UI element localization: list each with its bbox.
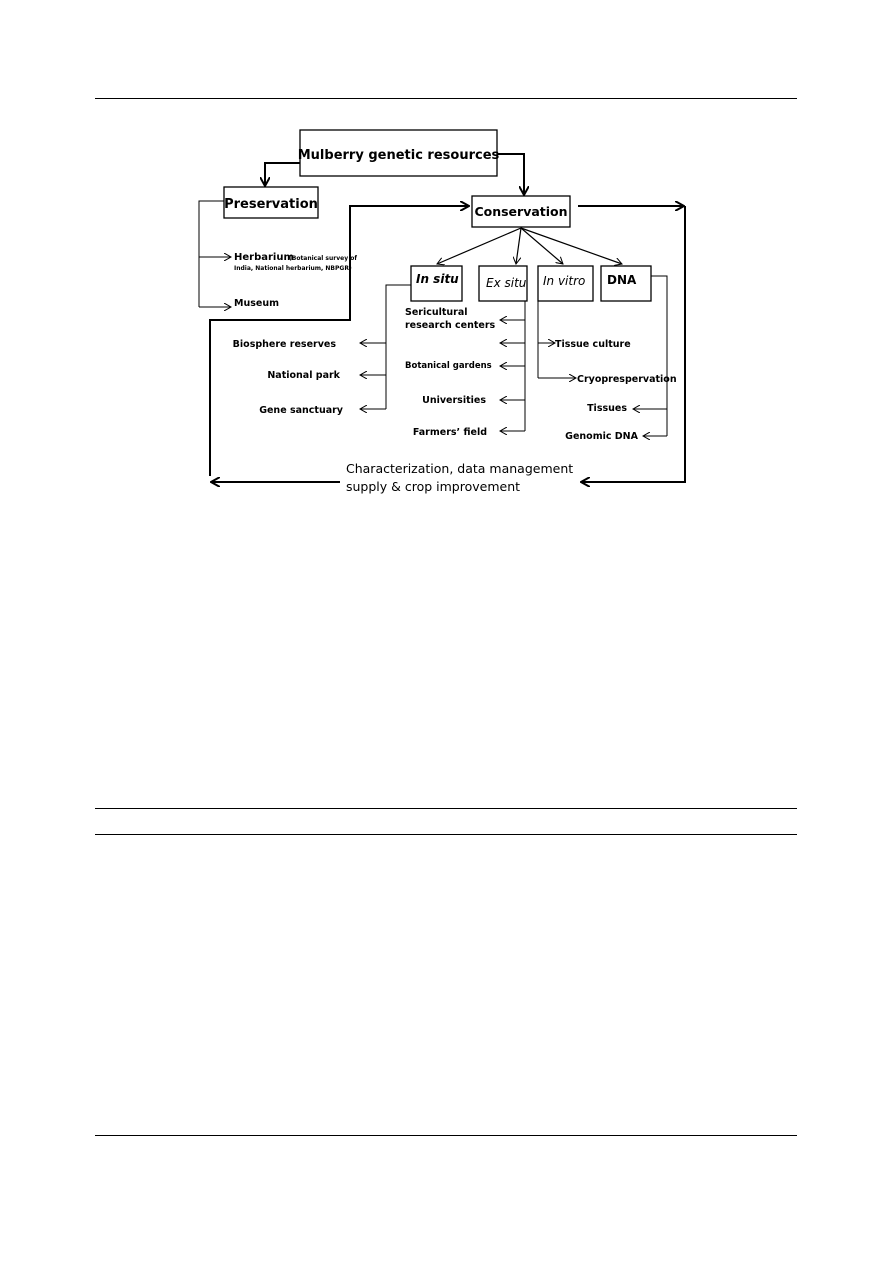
outcome-line-2: supply & crop improvement: [346, 479, 520, 494]
conservation-label: Conservation: [474, 204, 567, 219]
herbarium-label: Herbarium: [234, 252, 294, 263]
ex-situ-item: Universities: [422, 395, 486, 406]
outcome-line-1: Characterization, data management: [346, 461, 573, 476]
ex-situ-item-line-1: Sericultural: [405, 307, 468, 318]
top-rule: [95, 98, 797, 99]
herbarium-note-line-2: India, National herbarium, NBPGR): [234, 265, 352, 272]
preservation-box: [223, 186, 319, 219]
dna-label: DNA: [607, 273, 637, 287]
bold-connectors: [209, 153, 686, 482]
ex-situ-box: [478, 265, 528, 302]
dna-item: Genomic DNA: [565, 431, 638, 442]
bottom-rule: [95, 1135, 797, 1136]
museum-label: Museum: [234, 298, 279, 309]
in-situ-label: In situ: [416, 272, 459, 286]
in-vitro-item: Cryoprespervation: [577, 374, 677, 385]
conservation-box: [471, 195, 571, 228]
thin-branches: [198, 200, 668, 436]
root-box: [299, 129, 498, 177]
in-situ-item: Biosphere reserves: [233, 339, 337, 350]
ex-situ-item: Farmers’ field: [413, 427, 487, 438]
dna-item: Tissues: [587, 403, 627, 414]
ex-situ-label: Ex situ: [486, 276, 527, 290]
caption-rule-top: [95, 808, 797, 809]
in-situ-item: Gene sanctuary: [259, 405, 344, 416]
conservation-branches: [437, 227, 622, 264]
in-situ-box: [410, 265, 463, 302]
in-vitro-label: In vitro: [543, 274, 585, 288]
in-vitro-box: [537, 265, 594, 302]
ex-situ-item-line-2: research centers: [405, 320, 496, 331]
caption-rule-bottom: [95, 834, 797, 835]
in-situ-item: National park: [267, 370, 340, 381]
preservation-label: Preservation: [224, 197, 318, 212]
root-label: Mulberry genetic resources: [298, 148, 500, 163]
ex-situ-item: Botanical gardens: [405, 361, 492, 371]
dna-box: [600, 265, 652, 302]
herbarium-note-line-1: (Botanical survey of: [289, 255, 357, 262]
in-vitro-item: Tissue culture: [555, 339, 631, 350]
